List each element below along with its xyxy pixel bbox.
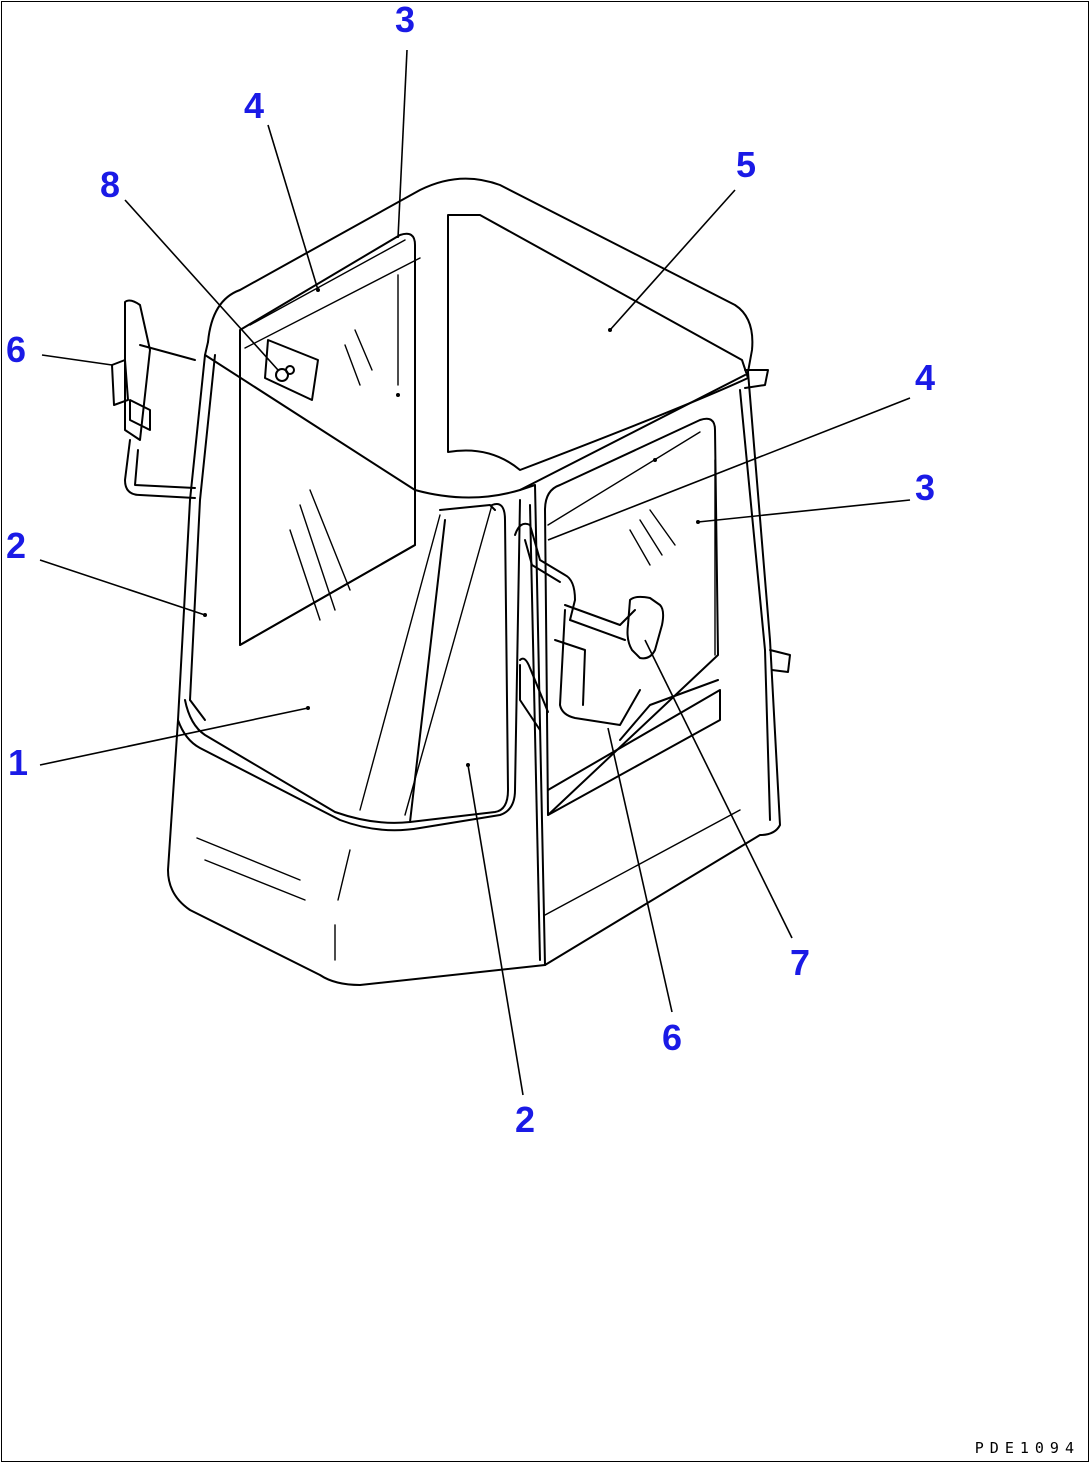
callout-2-left: 2 (6, 525, 26, 566)
callout-5: 5 (736, 144, 756, 185)
callout-4-top: 4 (244, 85, 264, 126)
callout-7: 7 (790, 942, 810, 983)
leader-4-right (547, 397, 911, 541)
leader-8 (124, 199, 279, 371)
leader-dots (203, 288, 700, 767)
front-windshield (184, 504, 496, 824)
callout-1: 1 (8, 742, 28, 783)
leader-2-bottom (467, 764, 524, 1096)
leader-4-top (267, 124, 319, 291)
callout-4-right: 4 (915, 357, 935, 398)
inside-mirror (264, 339, 319, 401)
callout-3-top: 3 (395, 0, 415, 40)
left-mirror-assembly (111, 299, 196, 499)
drawing-id-label: PDE1094 (974, 1439, 1080, 1457)
leader-6-bottom (607, 727, 673, 1013)
leader-2-left (39, 559, 206, 616)
right-mirror-assembly (514, 522, 665, 731)
callout-2-bottom: 2 (515, 1099, 535, 1140)
leader-3-right (697, 499, 911, 523)
leader-lines (39, 49, 911, 1096)
leader-5 (609, 189, 736, 331)
leader-3-top (397, 49, 408, 239)
leader-6-left (41, 354, 113, 366)
callout-8: 8 (100, 164, 120, 205)
leader-7 (644, 639, 793, 939)
leader-1 (39, 707, 309, 766)
callout-labels: 3 4 8 5 6 4 3 2 1 7 6 2 (6, 0, 935, 1140)
right-door-glass (544, 417, 721, 816)
callout-6-left: 6 (6, 329, 26, 370)
cab-outline (167, 177, 791, 986)
callout-3-right: 3 (915, 467, 935, 508)
callout-6-bottom: 6 (662, 1017, 682, 1058)
front-side-glass (409, 503, 509, 823)
left-upper-glass (239, 232, 421, 646)
